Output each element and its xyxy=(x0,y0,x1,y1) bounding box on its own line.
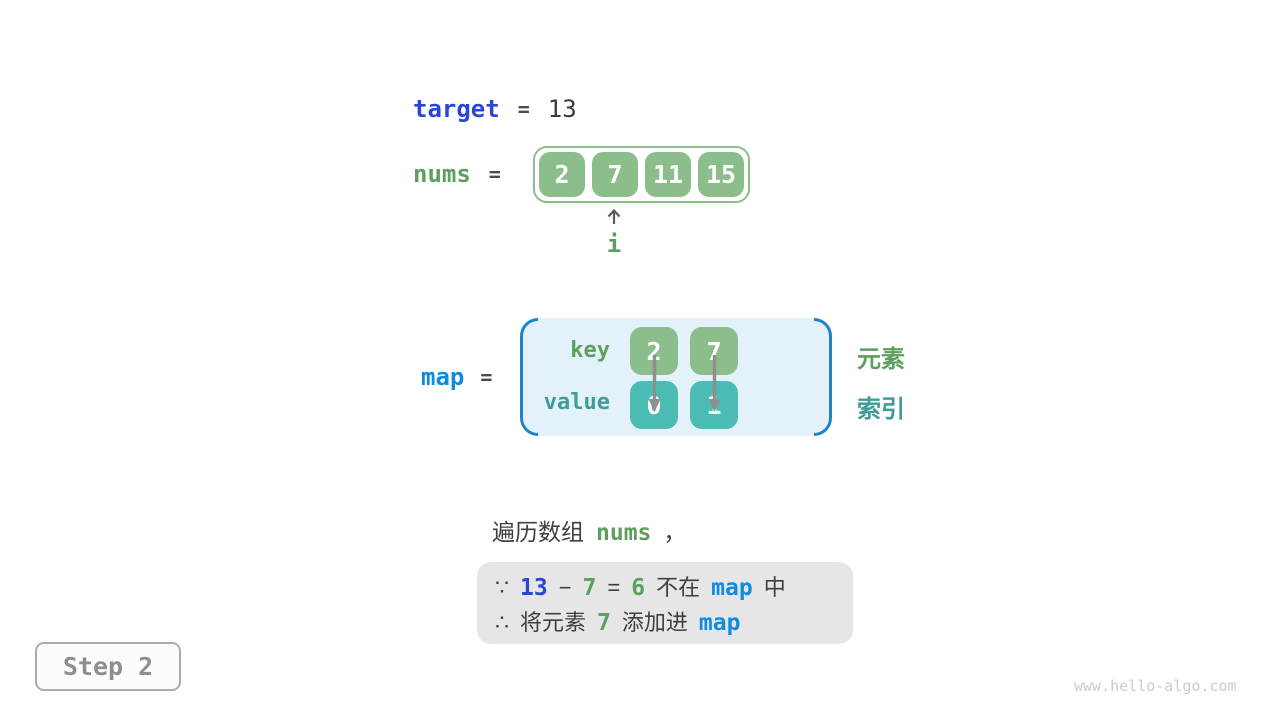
map-value-label: value xyxy=(543,390,610,415)
add-element-text: 将元素 xyxy=(520,609,587,635)
map-variable-label: map xyxy=(421,363,465,391)
target-row: target = 13 xyxy=(413,94,577,124)
caption-row: 遍历数组 nums ， xyxy=(492,513,686,546)
map-key-cell-1: 7 xyxy=(690,327,738,375)
reasoning-note-box: ∵ 13 − 7 = 6 不在 map 中 ∴ 将元素 7 添加进 map xyxy=(477,562,853,644)
index-pointer-label: i xyxy=(606,230,622,258)
note-added-element: 7 xyxy=(597,609,611,636)
therefore-symbol: ∴ xyxy=(495,609,509,635)
map-label-row: map = xyxy=(421,362,492,392)
note-line-therefore: ∴ 将元素 7 添加进 map xyxy=(495,605,853,637)
map-key-label: key xyxy=(570,338,610,363)
index-pointer-arrow-icon xyxy=(606,206,622,231)
legend-index-label: 索引 xyxy=(857,396,905,423)
map-equals-sign: = xyxy=(480,365,493,389)
nums-cell-1: 7 xyxy=(592,152,638,197)
nums-array: 2 7 11 15 xyxy=(533,146,750,203)
legend-element-label: 元素 xyxy=(857,346,905,373)
note-target-value: 13 xyxy=(520,574,548,601)
nums-cell-0: 2 xyxy=(539,152,585,197)
not-in-text: 不在 xyxy=(656,574,701,600)
map-right-bracket-icon xyxy=(814,318,832,436)
target-equals-sign: = xyxy=(517,97,530,121)
note-line-because: ∵ 13 − 7 = 6 不在 map 中 xyxy=(495,570,853,602)
equals-sign: = xyxy=(607,574,621,600)
key-to-value-arrow-icon xyxy=(648,354,661,419)
note-current-element: 7 xyxy=(582,574,597,601)
caption-nums-code: nums xyxy=(596,520,652,546)
map-left-bracket-icon xyxy=(520,318,538,436)
in-text: 中 xyxy=(763,574,786,600)
because-symbol: ∵ xyxy=(495,574,509,600)
note-difference-value: 6 xyxy=(631,574,646,601)
step-badge: Step 2 xyxy=(35,642,181,691)
note-map-code: map xyxy=(698,609,741,636)
nums-cell-3: 15 xyxy=(698,152,744,197)
caption-comma: ， xyxy=(663,519,687,545)
key-to-value-arrow-icon xyxy=(708,354,721,419)
target-variable-label: target xyxy=(413,95,500,123)
target-value: 13 xyxy=(547,95,577,123)
caption-text: 遍历数组 xyxy=(492,519,584,545)
nums-cell-2: 11 xyxy=(645,152,691,197)
nums-label-row: nums = xyxy=(413,159,501,189)
minus-sign: − xyxy=(558,574,572,600)
nums-equals-sign: = xyxy=(488,162,501,186)
nums-variable-label: nums xyxy=(413,160,471,188)
note-map-code: map xyxy=(711,574,753,601)
add-into-text: 添加进 xyxy=(621,609,688,635)
watermark: www.hello-algo.com xyxy=(1074,677,1237,695)
